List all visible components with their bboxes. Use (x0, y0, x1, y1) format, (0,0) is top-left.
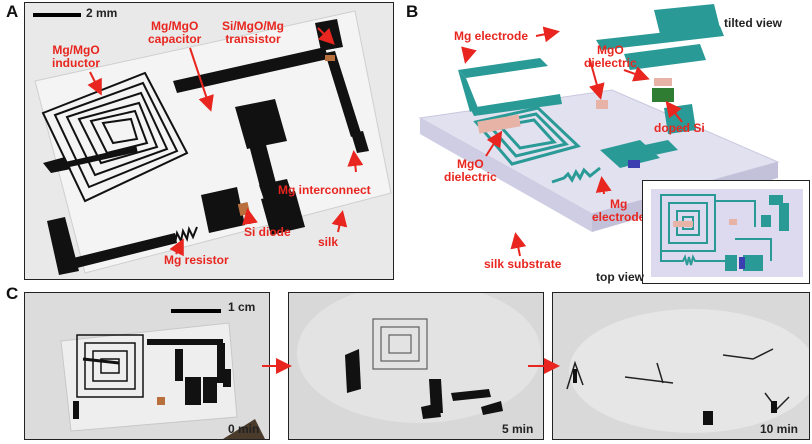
doped-si-block (652, 88, 674, 102)
scale-bar-a-label: 2 mm (86, 6, 118, 20)
time-label-10-min: 10 min (760, 422, 799, 436)
time-label-0-min: 0 min (228, 422, 260, 436)
photo-0-min (24, 292, 270, 440)
label-silk: silk (318, 235, 339, 249)
label-mg-resistor: Mg resistor (164, 253, 229, 267)
device-photo-10-min (566, 309, 809, 433)
inductor-spiral (41, 71, 189, 203)
panel-c-letter: C (6, 284, 19, 303)
top-view-diagram (651, 189, 803, 277)
device-photo-0-min (60, 309, 265, 439)
tilted-view-label: tilted view (724, 16, 783, 30)
label-silk-substrate: silk substrate (484, 257, 562, 271)
photo-5-min (288, 292, 544, 440)
panel-a-letter: A (6, 2, 19, 21)
time-label-5-min: 5 min (502, 422, 534, 436)
device-photo-5-min (297, 293, 541, 423)
mgo-dielectric-left-block (477, 114, 521, 134)
label-doped-si: doped Si (654, 121, 705, 135)
photo-10-min (552, 292, 810, 440)
label-si-diode: Si diode (244, 225, 291, 239)
top-view-inset (642, 180, 810, 284)
label-mg-electrode-top: Mg electrode (454, 29, 529, 43)
top-view-label: top view (596, 270, 645, 284)
label-interconnect: Mg interconnect (278, 183, 371, 197)
panel-a-photo (24, 2, 394, 280)
scale-bar-c-label: 1 cm (228, 300, 256, 314)
device-photo-a (33, 10, 392, 275)
panel-b-letter: B (406, 2, 419, 21)
